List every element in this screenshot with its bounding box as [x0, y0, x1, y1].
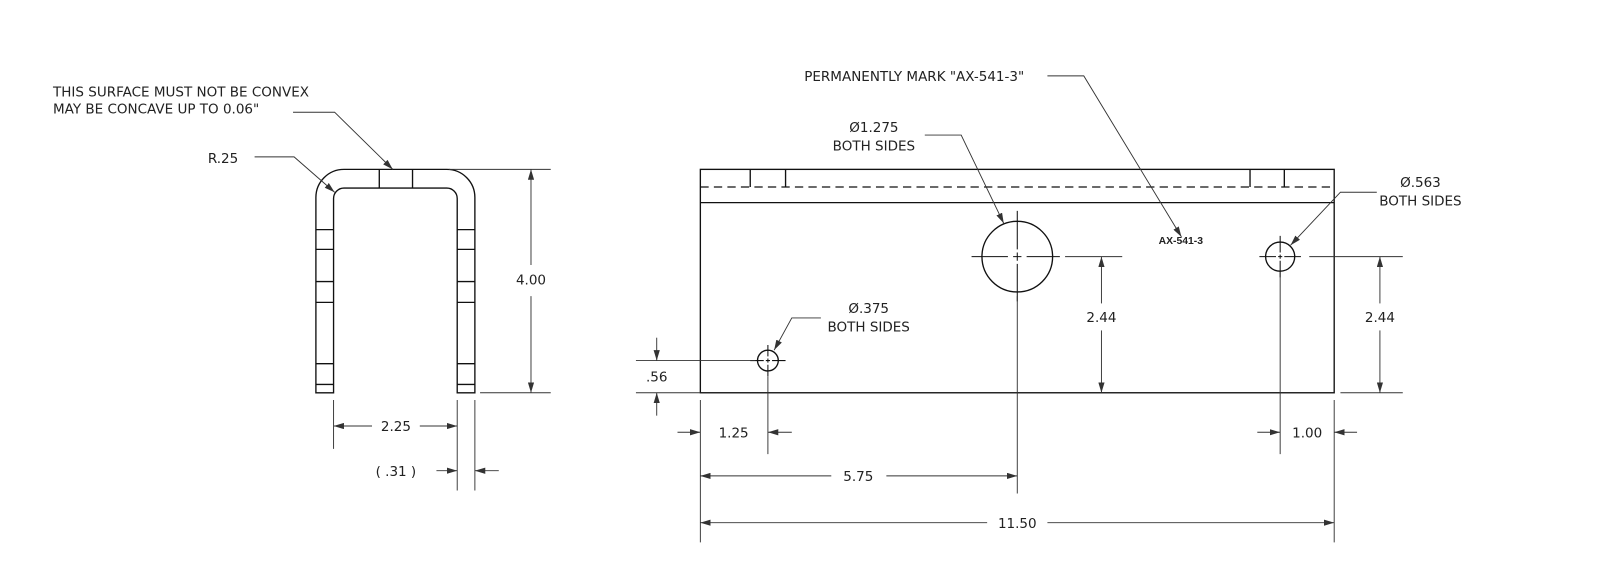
surface-note-2: MAY BE CONCAVE UP TO 0.06"	[53, 101, 259, 117]
dim-large-hole-x: 5.75	[843, 469, 873, 485]
surface-note-1: THIS SURFACE MUST NOT BE CONVEX	[52, 85, 309, 101]
part-mark: AX-541-3	[1159, 236, 1204, 247]
dim-height: 4.00	[516, 273, 546, 289]
dim-large-hole-y: 2.44	[1086, 310, 1116, 326]
mark-note: PERMANENTLY MARK "AX-541-3"	[804, 69, 1024, 85]
hole-right-note: BOTH SIDES	[1379, 194, 1461, 210]
dim-small-hole-x: 1.25	[719, 425, 749, 441]
dim-length: 11.50	[998, 516, 1037, 532]
annotations: THIS SURFACE MUST NOT BE CONVEX MAY BE C…	[52, 69, 1462, 351]
radius-note: R.25	[208, 151, 238, 167]
hole-small-note: BOTH SIDES	[827, 319, 909, 335]
side-view	[315, 168, 476, 394]
dim-right-hole-y: 2.44	[1365, 310, 1395, 326]
dim-inner-width: 2.25	[381, 419, 411, 435]
dim-right-hole-x: 1.00	[1292, 425, 1322, 441]
hole-small-dia: Ø.375	[848, 301, 889, 317]
dimensions: 4.00 2.25 ( .31 ) .56 1.25 5.75 11.50 2.…	[333, 168, 1403, 543]
dim-small-hole-y: .56	[646, 369, 667, 385]
dim-thickness: ( .31 )	[376, 464, 417, 480]
hole-large-dia: Ø1.275	[849, 120, 898, 136]
hole-right-dia: Ø.563	[1400, 175, 1441, 191]
hole-large-note: BOTH SIDES	[833, 139, 915, 155]
